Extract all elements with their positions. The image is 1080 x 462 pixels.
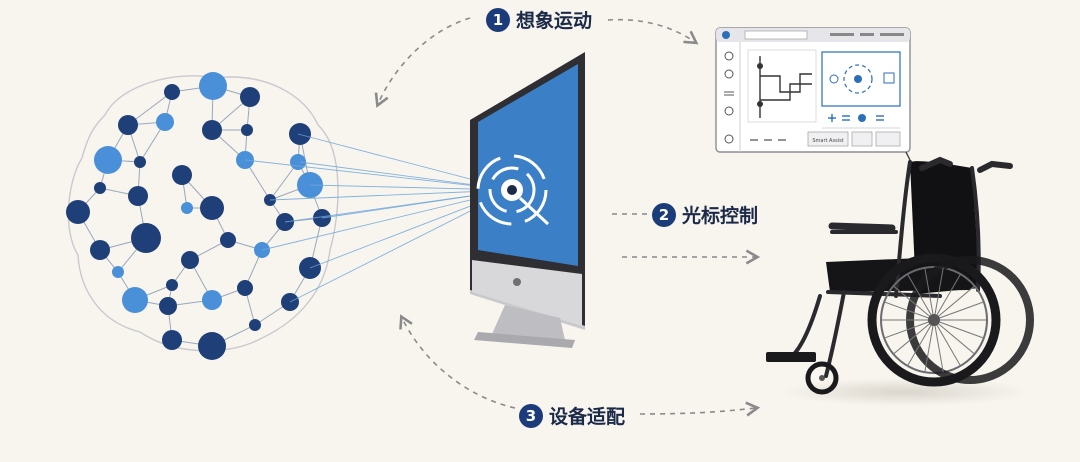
wheel-spoke: [933, 267, 944, 321]
network-node: [200, 196, 224, 220]
network-node: [90, 240, 110, 260]
network-node: [202, 120, 222, 140]
network-node: [166, 279, 178, 291]
wheel-spoke: [893, 319, 935, 355]
step-3-label: 设备适配: [549, 406, 626, 428]
network-node: [202, 290, 222, 310]
step-3: 3 设备适配: [519, 402, 625, 429]
wheel-spoke: [933, 273, 961, 321]
wheel-spoke: [933, 319, 984, 339]
step-1-label: 想象运动: [516, 10, 593, 32]
wheel-spoke: [924, 319, 935, 373]
network-node: [199, 72, 227, 100]
step-2-label: 光标控制: [682, 205, 759, 227]
wheel-spoke: [933, 319, 944, 373]
network-node: [289, 123, 311, 145]
step-3-badge: 3: [519, 403, 543, 428]
wheel-spoke: [893, 285, 935, 321]
monitor-icon: [470, 52, 585, 348]
network-node: [94, 146, 122, 174]
wheel-spoke: [907, 273, 935, 321]
wheel-spoke: [933, 319, 975, 355]
flow-arrows: [374, 17, 761, 417]
step-2-badge: 2: [652, 202, 676, 227]
wheel-spoke: [933, 319, 961, 367]
brain-network-icon: [66, 72, 339, 360]
network-node: [118, 115, 138, 135]
network-node: [220, 232, 236, 248]
wheel-spoke: [907, 319, 935, 367]
network-node: [241, 124, 253, 136]
network-node: [249, 319, 261, 331]
wheelchair-icon: [766, 156, 1034, 406]
network-node: [290, 154, 306, 170]
network-node: [181, 202, 193, 214]
network-node: [134, 156, 146, 168]
wheel-spoke: [933, 301, 984, 321]
network-node: [94, 182, 106, 194]
network-node: [122, 287, 148, 313]
network-node: [198, 332, 226, 360]
network-node: [112, 266, 124, 278]
network-node: [162, 330, 182, 350]
beam-line: [244, 159, 513, 191]
network-node: [164, 84, 180, 100]
wheel-spoke: [924, 267, 935, 321]
network-node: [172, 165, 192, 185]
network-node: [128, 186, 148, 206]
network-node: [66, 200, 90, 224]
network-node: [156, 113, 174, 131]
network-node: [237, 280, 253, 296]
network-node: [131, 223, 161, 253]
panel-smart-assist-button: Smart Assist: [812, 138, 843, 144]
wheel-spoke: [933, 285, 975, 321]
step-1: 1 想象运动: [486, 6, 592, 33]
network-node: [240, 87, 260, 107]
control-panel-icon: Smart Assist: [715, 27, 915, 179]
target-cursor-icon: [476, 154, 550, 226]
wheel-spoke: [884, 319, 935, 339]
network-node: [159, 297, 177, 315]
step-1-badge: 1: [486, 7, 510, 32]
wheel-spoke: [884, 301, 935, 321]
step-2: 2 光标控制: [652, 201, 758, 228]
network-node: [181, 251, 199, 269]
